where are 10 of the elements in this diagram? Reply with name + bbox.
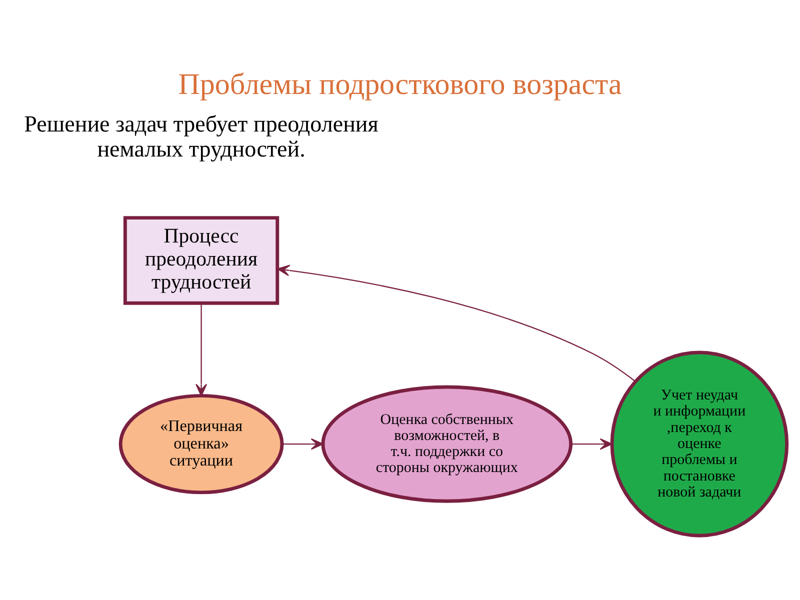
arrow bbox=[282, 438, 324, 450]
arrow bbox=[196, 302, 208, 396]
node-box: Процесс преодоления трудностей bbox=[123, 216, 280, 304]
node-ellipse: «Первичная оценка» ситуации bbox=[118, 393, 284, 494]
diagram-title: Проблемы подросткового возраста bbox=[178, 68, 622, 101]
label: Решение задач требует преодоления немалых трудностей. bbox=[24, 110, 378, 162]
node-circle: Учет неудач и информации ,переход к оценке проблемы и постановке новой задачи bbox=[610, 350, 789, 537]
node-ellipse: Оценка собственных возможностей, в т.ч. поддержки со стороны окружающих bbox=[321, 384, 573, 502]
arrow bbox=[277, 264, 636, 382]
arrow bbox=[571, 438, 612, 450]
